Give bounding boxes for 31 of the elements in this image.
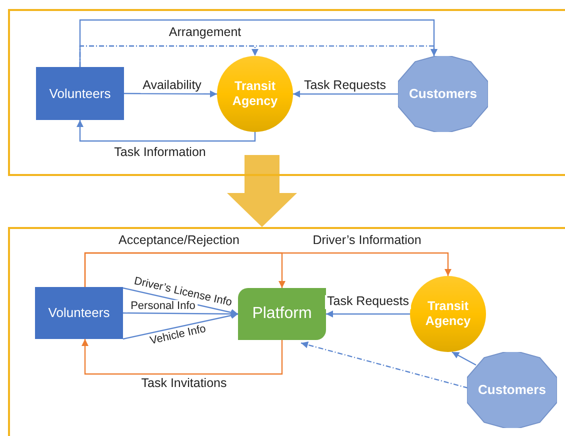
node-label: Transit Agency (231, 79, 279, 109)
customer-decagon (398, 56, 488, 132)
arrow (293, 90, 398, 98)
arrow (76, 120, 256, 142)
node-label: Customers (409, 86, 477, 102)
node-label: Customers (478, 382, 546, 398)
arrow (300, 341, 468, 389)
arrow (122, 312, 238, 340)
edge-label: Vehicle Info (148, 322, 208, 348)
edge-label: Acceptance/Rejection (116, 234, 242, 248)
node-label: Volunteers (49, 86, 111, 102)
arrow (326, 310, 410, 318)
node-label: Platform (252, 304, 312, 324)
entity-box (35, 287, 123, 339)
platform-box (238, 288, 326, 340)
arrow (123, 310, 238, 318)
node-label: Volunteers (48, 305, 110, 321)
node-label: Transit Agency (424, 299, 472, 329)
arrow (82, 339, 283, 375)
block-arrow (227, 155, 297, 227)
arrow (79, 45, 438, 67)
edge-label: Task Requests (325, 295, 411, 309)
edge-label: Arrangement (166, 26, 244, 40)
arrow (452, 351, 476, 366)
edge-label: Task Requests (302, 79, 388, 93)
arrow (84, 252, 452, 287)
entity-box (36, 67, 124, 120)
edge-label: Availability (140, 79, 204, 93)
arrow (124, 90, 217, 98)
customer-decagon (467, 352, 557, 428)
edge-label: Personal Info (128, 300, 198, 312)
